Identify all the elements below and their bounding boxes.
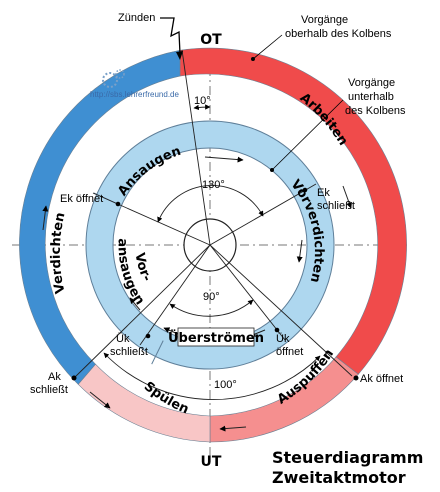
uek-oeffnet-label-line1: Ük	[276, 333, 290, 345]
spuelen-arrow	[89, 391, 111, 409]
unterhalb-leader	[271, 99, 344, 171]
ak-close-line	[73, 244, 211, 379]
verdichten-label: Verdichten	[49, 211, 69, 295]
lower-angle-label: 90°	[203, 291, 220, 303]
ak-open-line	[209, 244, 353, 377]
ek-oeffnet-dot	[115, 201, 121, 207]
oberhalb-leader	[252, 34, 283, 60]
ek-oeffnet-label: Ek öffnet	[60, 193, 103, 205]
ut-label: UT	[201, 454, 222, 470]
outer-angle-label: 100°	[214, 379, 237, 391]
upper-angle-label: 130°	[202, 179, 225, 191]
uek-oeffnet-dot	[274, 327, 280, 333]
upper-angle-arc	[157, 184, 264, 223]
zuenden-label: Zünden	[118, 12, 155, 24]
unterhalb-label-line1: Vorgänge	[348, 77, 395, 89]
watermark-gear-small-icon	[115, 69, 125, 79]
uek-open-line	[209, 244, 286, 341]
ignition-angle-arc	[193, 104, 211, 111]
ot-label: OT	[200, 32, 222, 48]
title-line1: Steuerdiagramm	[272, 448, 423, 467]
uek-schliesst-label-line2: schließt	[110, 346, 148, 358]
oberhalb-label-line2: oberhalb des Kolbens	[285, 28, 392, 40]
auspuffen-arrow	[219, 425, 247, 432]
ak-schliesst-label-line2: schließt	[30, 384, 68, 396]
uek-close-line	[139, 244, 211, 346]
unterhalb-label-line2: unterhalb	[348, 91, 394, 103]
uek-schliesst-dot	[145, 333, 151, 339]
title-line2: Zweitaktmotor	[272, 468, 406, 487]
arbeiten-arrow	[342, 185, 352, 209]
lower-angle-arc	[169, 299, 254, 317]
ek-schliesst-dot	[302, 187, 308, 193]
spuelen-segment	[77, 363, 211, 443]
ueberstroemen-box	[177, 327, 255, 347]
oberhalb-label-line1: Vorgänge	[301, 14, 348, 26]
ak-schliesst-label-line1: Ak	[48, 371, 61, 383]
lightning-icon	[160, 17, 181, 55]
unterhalb-dot	[270, 168, 274, 172]
ueberstroemen-label: Überströmen	[168, 330, 264, 346]
lightning-tip-icon	[176, 51, 183, 60]
vorverdichten-arrow	[296, 239, 303, 263]
watermark-gear-icon	[102, 72, 118, 88]
ak-oeffnet-dot	[353, 375, 359, 381]
outer-angle-arc	[103, 352, 321, 400]
ansaugen-arrow	[204, 156, 244, 163]
ek-schliesst-label-line2: schließt	[317, 200, 355, 212]
ak-schliesst-dot	[71, 375, 77, 381]
uek-oeffnet-label-line2: öffnet	[276, 346, 303, 358]
ignition-angle-label: 10°	[194, 95, 211, 107]
ueberstroemen-arrow-left	[163, 327, 179, 335]
ak-oeffnet-label: Ak öffnet	[360, 373, 403, 385]
ek-open-line	[92, 192, 211, 246]
verdichten-arrow	[42, 205, 49, 231]
oberhalb-dot	[251, 57, 255, 61]
vor-ansaugen-arrow	[129, 297, 141, 311]
inner-ring	[85, 120, 335, 370]
ek-schliesst-label-line1: Ek	[317, 187, 330, 199]
watermark-text: http://sbs.lehrerfreund.de	[90, 90, 179, 99]
uek-schliesst-label-line1: Ük	[116, 333, 130, 345]
unterhalb-label-line3: des Kolbens	[345, 105, 406, 117]
